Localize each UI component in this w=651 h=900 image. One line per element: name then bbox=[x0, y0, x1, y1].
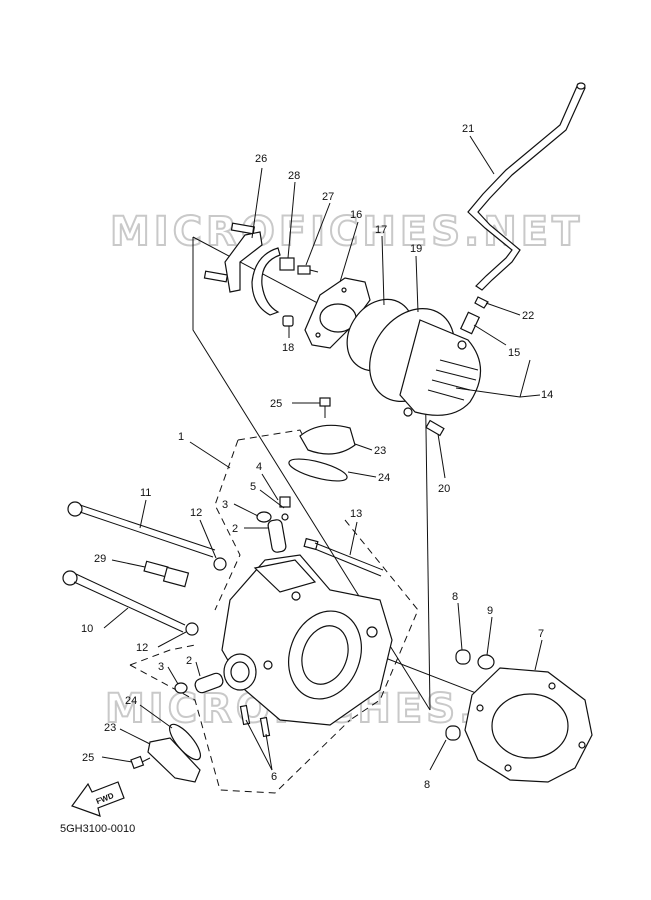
bolt-25-bottom bbox=[130, 755, 151, 770]
clamp-28 bbox=[251, 247, 295, 316]
tappet-cover-2-bottom bbox=[194, 672, 224, 694]
seal-9 bbox=[477, 654, 495, 670]
fwd-arrow-icon: FWD bbox=[71, 781, 125, 817]
label-3-top: 3 bbox=[222, 499, 228, 511]
seal-3-top bbox=[256, 511, 272, 523]
part-labels: 21 26 28 27 16 17 19 22 18 15 14 25 1 23… bbox=[81, 123, 553, 791]
label-25-bottom: 25 bbox=[82, 752, 94, 764]
label-11: 11 bbox=[140, 487, 151, 499]
label-15: 15 bbox=[508, 347, 520, 359]
gasket-24-top bbox=[288, 458, 348, 482]
label-1: 1 bbox=[178, 431, 184, 443]
label-8-top: 8 bbox=[452, 591, 458, 603]
studs-6 bbox=[239, 704, 271, 738]
diagram-code: 5GH3100-0010 bbox=[60, 823, 135, 835]
label-28: 28 bbox=[288, 170, 300, 182]
nipple-15 bbox=[459, 311, 481, 335]
seal-3-bottom bbox=[174, 682, 188, 694]
label-9: 9 bbox=[487, 605, 493, 617]
label-12-top: 12 bbox=[190, 507, 202, 519]
label-8-bottom: 8 bbox=[424, 779, 430, 791]
label-17: 17 bbox=[375, 224, 387, 236]
label-16: 16 bbox=[350, 209, 362, 221]
tappet-cover-2-top bbox=[267, 519, 287, 553]
label-3-bottom: 3 bbox=[158, 661, 164, 673]
head-gasket-7 bbox=[464, 667, 593, 783]
label-21: 21 bbox=[462, 123, 474, 135]
label-25-top: 25 bbox=[270, 398, 282, 410]
spark-plug-29 bbox=[143, 560, 190, 588]
breather-hose bbox=[467, 82, 586, 291]
label-19: 19 bbox=[410, 243, 422, 255]
washer-12-top bbox=[213, 557, 227, 571]
bolt-27 bbox=[297, 265, 319, 275]
label-23-bottom: 23 bbox=[104, 722, 116, 734]
clip-22 bbox=[474, 296, 489, 309]
label-20: 20 bbox=[438, 483, 450, 495]
label-29: 29 bbox=[94, 553, 106, 565]
leader-lines bbox=[101, 135, 543, 771]
label-6: 6 bbox=[271, 771, 277, 783]
label-4: 4 bbox=[256, 461, 262, 473]
flange-16 bbox=[304, 277, 371, 349]
bolt-5 bbox=[279, 496, 291, 521]
label-10: 10 bbox=[81, 623, 93, 635]
label-12-bottom: 12 bbox=[136, 642, 148, 654]
label-18: 18 bbox=[282, 342, 294, 354]
bolt-25-top bbox=[319, 397, 331, 418]
label-26: 26 bbox=[255, 153, 267, 165]
stud-13 bbox=[303, 537, 384, 577]
label-27: 27 bbox=[322, 191, 334, 203]
bracket-26 bbox=[203, 222, 263, 293]
label-22: 22 bbox=[522, 310, 534, 322]
stud-bolt-10 bbox=[62, 570, 186, 633]
cap-23-bottom bbox=[147, 737, 201, 783]
label-7: 7 bbox=[538, 628, 544, 640]
cylinder-head bbox=[221, 554, 393, 726]
stud-bolt-11 bbox=[67, 501, 216, 558]
dowel-8-bottom bbox=[445, 725, 461, 741]
label-2-top: 2 bbox=[232, 523, 238, 535]
label-24-bottom: 24 bbox=[125, 695, 137, 707]
dowel-8-top bbox=[455, 649, 471, 665]
label-23-top: 23 bbox=[374, 445, 386, 457]
cap-23-top bbox=[299, 424, 356, 455]
label-13: 13 bbox=[350, 508, 362, 520]
watermark-top: MICROFICHES.NET bbox=[110, 209, 583, 255]
label-14: 14 bbox=[541, 389, 553, 401]
label-2-bottom: 2 bbox=[186, 655, 192, 667]
bolt-20 bbox=[425, 419, 445, 437]
label-5: 5 bbox=[250, 481, 256, 493]
cylinder-head-dashed-outline bbox=[129, 429, 419, 794]
washer-12-bottom bbox=[185, 622, 199, 636]
bolt-18 bbox=[282, 315, 294, 327]
label-24-top: 24 bbox=[378, 472, 390, 484]
air-cleaner-housing bbox=[369, 308, 482, 417]
